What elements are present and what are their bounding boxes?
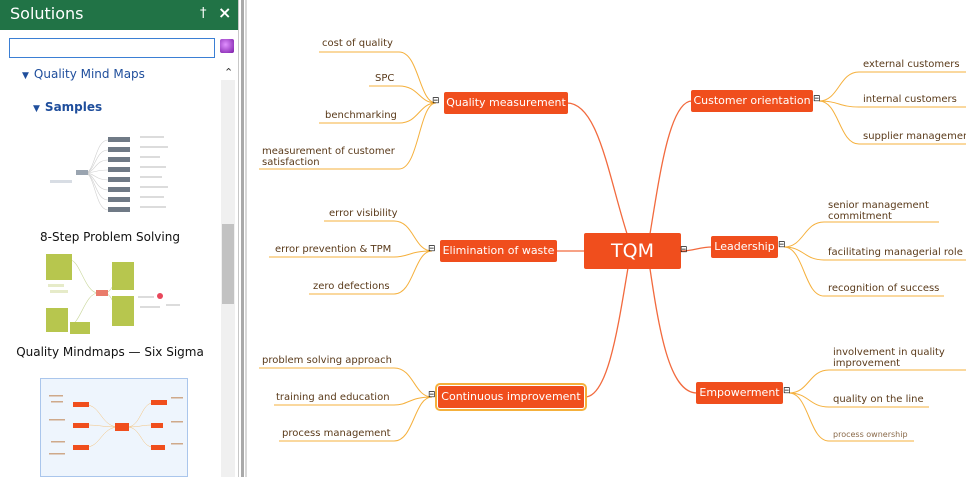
collapse-icon[interactable]: ⊟ (432, 96, 440, 106)
topic-quality-measurement[interactable]: Quality measurement (444, 92, 568, 114)
collapse-icon[interactable]: ⊟ (813, 94, 821, 104)
tree-item-quality-mind-maps[interactable]: ▼ Quality Mind Maps (22, 67, 145, 81)
subtopic[interactable]: recognition of success (828, 283, 940, 294)
subtopic[interactable]: error visibility (329, 208, 398, 219)
tree-item-label: Samples (44, 100, 103, 114)
search-input[interactable] (9, 38, 215, 58)
topic-leadership[interactable]: Leadership (711, 236, 778, 258)
branch-lines (259, 51, 966, 442)
close-icon[interactable]: × (218, 3, 232, 22)
subtopic[interactable]: facilitating managerial role (828, 247, 963, 258)
pin-icon[interactable]: † (200, 6, 207, 21)
sample-label: Quality Mindmaps — Six Sigma (16, 345, 204, 359)
scrollbar-thumb[interactable] (222, 224, 234, 304)
collapse-icon[interactable]: ⊟ (680, 245, 688, 255)
subtopic[interactable]: senior management (828, 200, 929, 211)
subtopic[interactable]: satisfaction (262, 157, 320, 168)
subtopic[interactable]: internal customers (863, 94, 957, 105)
subtopic[interactable]: quality on the line (833, 394, 924, 405)
subtopic[interactable]: process ownership (833, 430, 908, 439)
thumbnail-preview (49, 395, 183, 455)
subtopic[interactable]: benchmarking (325, 110, 397, 121)
search-go-icon[interactable] (220, 39, 234, 53)
subtopic[interactable]: measurement of customer (262, 146, 395, 157)
subtopic[interactable]: cost of quality (322, 38, 393, 49)
panel-title: Solutions (10, 4, 84, 23)
expand-arrow-icon[interactable]: ▼ (22, 71, 29, 81)
subtopic[interactable]: commitment (828, 211, 892, 222)
solutions-panel: Solutions † × ▼ Quality Mind Maps ▼ Sample… (0, 0, 239, 477)
subtopic[interactable]: problem solving approach (262, 355, 393, 366)
thumbnail-preview (46, 254, 180, 334)
panel-splitter[interactable] (239, 0, 249, 477)
subtopic[interactable]: training and education (276, 392, 390, 403)
topic-elimination-of-waste[interactable]: Elimination of waste (440, 240, 557, 262)
subtopic[interactable]: improvement (833, 358, 901, 369)
topic-continuous-improvement[interactable]: Continuous improvement (435, 383, 587, 411)
collapse-icon[interactable]: ⊟ (428, 244, 436, 254)
collapse-icon[interactable]: ⊟ (428, 390, 436, 400)
sample-thumbnail-tqm[interactable] (40, 378, 188, 477)
subtopic[interactable]: supplier managemen (863, 131, 966, 142)
sample-label: 8-Step Problem Solving (40, 230, 180, 244)
topic-empowerment[interactable]: Empowerment (696, 382, 783, 404)
subtopic[interactable]: external customers (863, 59, 960, 70)
thumbnail-preview (50, 136, 168, 212)
tree-item-label: Quality Mind Maps (33, 67, 145, 81)
central-topic[interactable]: TQM (584, 233, 681, 269)
subtopic[interactable]: SPC (375, 73, 395, 84)
subtopic[interactable]: error prevention & TPM (275, 244, 392, 255)
subtopic[interactable]: process management (282, 428, 391, 439)
collapse-icon[interactable]: ⊟ (778, 240, 786, 250)
topic-customer-orientation[interactable]: Customer orientation (691, 90, 813, 112)
expand-arrow-icon[interactable]: ▼ (33, 104, 40, 114)
scroll-up-arrow-icon[interactable]: ⌃ (224, 66, 234, 79)
collapse-icon[interactable]: ⊟ (783, 386, 791, 396)
subtopic[interactable]: involvement in quality (833, 347, 945, 358)
sample-thumbnail-8-step[interactable] (40, 128, 188, 228)
sample-thumbnail-six-sigma[interactable] (40, 250, 188, 350)
panel-header: Solutions † × (0, 0, 238, 30)
tree-item-samples[interactable]: ▼ Samples (33, 100, 102, 114)
subtopic[interactable]: zero defections (313, 281, 390, 292)
mind-map-canvas[interactable]: TQM ⊟ Quality measurement ⊟ cost of qual… (249, 0, 966, 477)
